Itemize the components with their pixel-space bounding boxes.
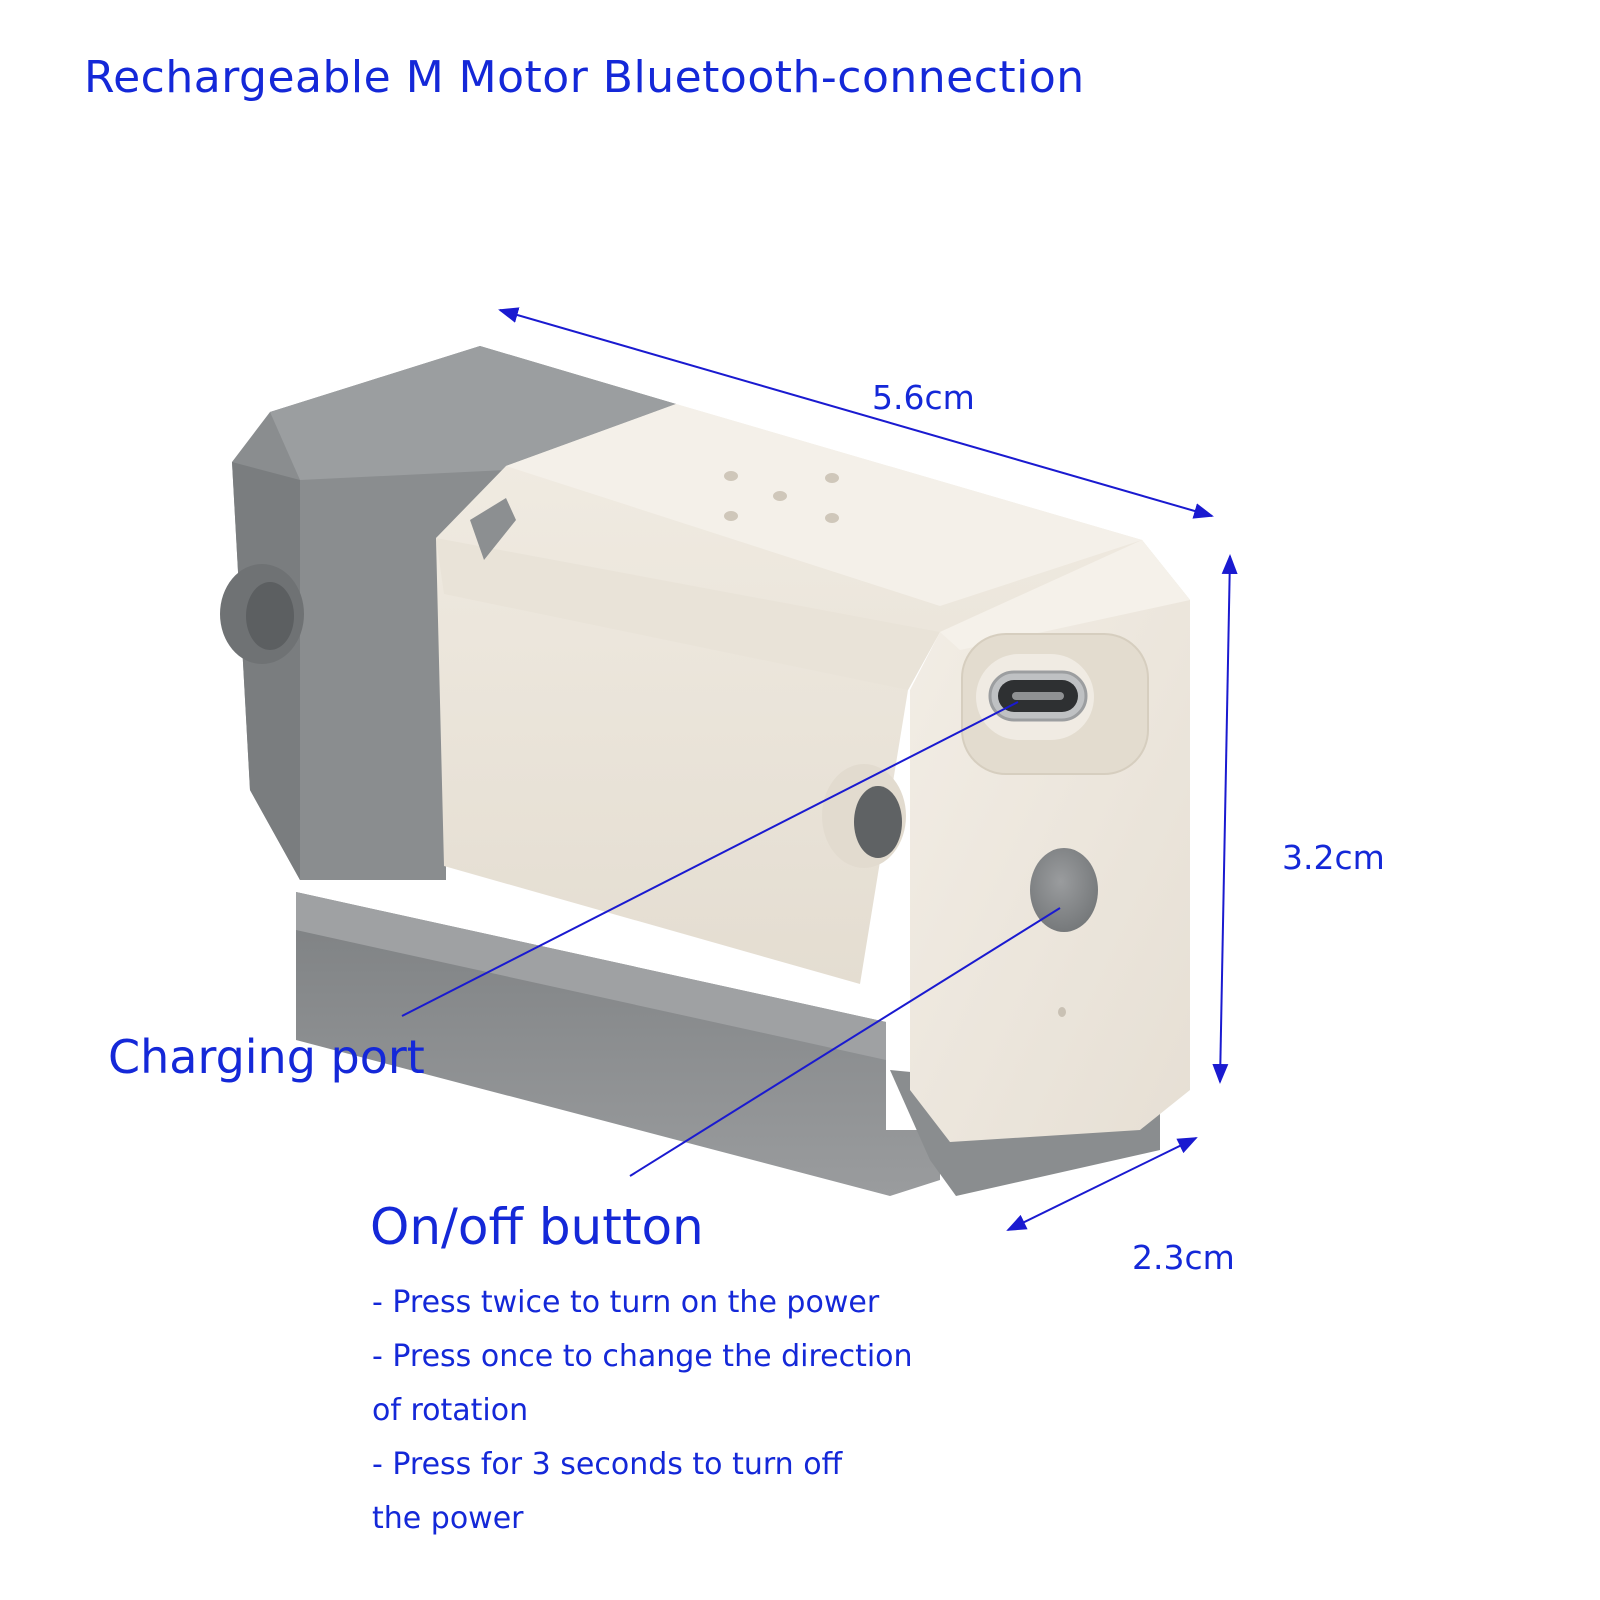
axle-hole-left bbox=[220, 564, 304, 664]
instruction-line: - Press for 3 seconds to turn off bbox=[372, 1447, 843, 1482]
height-label: 3.2cm bbox=[1282, 838, 1385, 877]
page-title: Rechargeable M Motor Bluetooth-connectio… bbox=[84, 52, 1085, 103]
white-shell-front bbox=[910, 540, 1190, 1142]
instruction-line: - Press twice to turn on the power bbox=[372, 1285, 880, 1320]
on-off-button-leader bbox=[629, 907, 1061, 1177]
led-indicator bbox=[1058, 1007, 1066, 1017]
charging-port-label: Charging port bbox=[108, 1030, 425, 1084]
instruction-line: - Press once to change the direction bbox=[372, 1339, 913, 1374]
usb-c-port-icon bbox=[961, 633, 1149, 775]
on-off-button-label: On/off button bbox=[370, 1198, 704, 1256]
instruction-line: the power bbox=[372, 1501, 524, 1536]
charging-port-leader bbox=[401, 701, 1019, 1017]
button-instructions: - Press twice to turn on the power - Pre… bbox=[372, 1276, 913, 1546]
length-label: 5.6cm bbox=[872, 378, 975, 417]
width-arrow bbox=[1006, 1137, 1198, 1231]
width-label: 2.3cm bbox=[1132, 1238, 1235, 1277]
power-button-icon bbox=[1030, 848, 1098, 932]
height-arrow bbox=[1212, 554, 1238, 1084]
instruction-line: of rotation bbox=[372, 1393, 529, 1428]
length-arrow bbox=[498, 307, 1214, 519]
pin-hole-side bbox=[822, 764, 906, 868]
